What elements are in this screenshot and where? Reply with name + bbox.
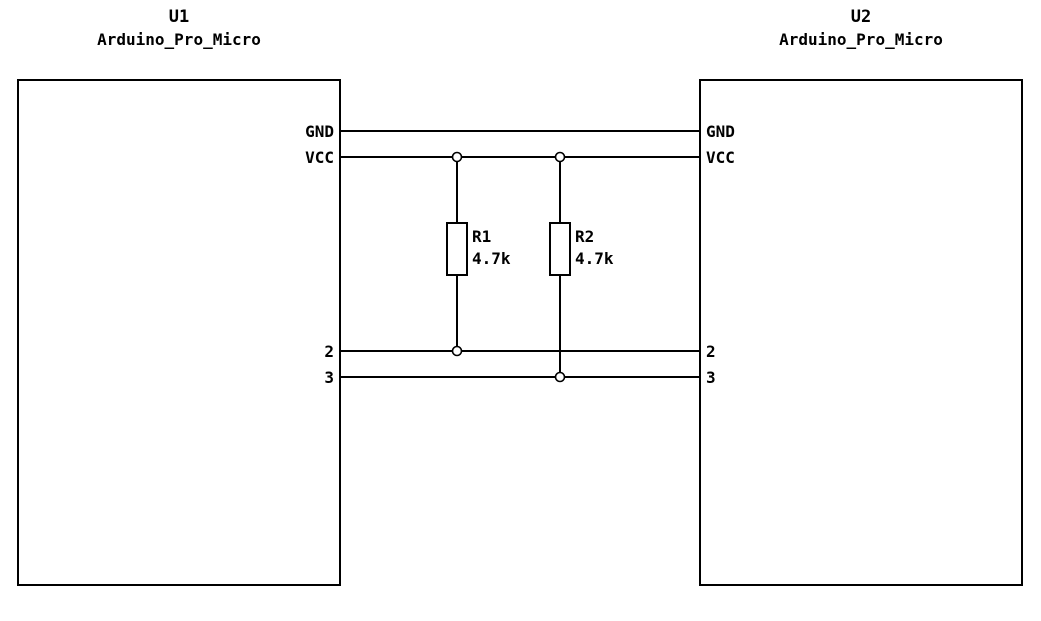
junction-r2-vcc: [554, 151, 566, 163]
u1-pin-3-label: 3: [324, 368, 334, 387]
r1-value: 4.7k: [472, 249, 511, 268]
junction-r2-pin3: [554, 371, 566, 383]
r2-value: 4.7k: [575, 249, 614, 268]
component-u2: U2 Arduino_Pro_Micro GND VCC 2 3: [699, 7, 1023, 586]
u1-pin-vcc-label: VCC: [305, 148, 334, 167]
u1-pin-2-label: 2: [324, 342, 334, 361]
u2-reference: U2: [851, 7, 871, 27]
u2-body: [699, 79, 1023, 586]
r1-body: [446, 222, 468, 276]
component-r2: R2 4.7k: [549, 222, 614, 276]
u1-pin-gnd-label: GND: [305, 122, 334, 141]
component-r1: R1 4.7k: [446, 222, 511, 276]
junctions: [451, 151, 566, 383]
u2-pin-2-label: 2: [706, 342, 716, 361]
junction-r1-vcc: [451, 151, 463, 163]
junction-r1-pin2: [451, 345, 463, 357]
u1-value: Arduino_Pro_Micro: [97, 30, 261, 49]
u2-value: Arduino_Pro_Micro: [779, 30, 943, 49]
u1-reference: U1: [169, 7, 189, 27]
u2-pin-3-label: 3: [706, 368, 716, 387]
u1-body: [17, 79, 341, 586]
u2-pin-gnd-label: GND: [706, 122, 735, 141]
r1-reference: R1: [472, 227, 491, 246]
wires: [339, 130, 701, 378]
r2-reference: R2: [575, 227, 594, 246]
component-u1: U1 Arduino_Pro_Micro GND VCC 2 3: [17, 7, 341, 586]
r2-body: [549, 222, 571, 276]
u2-pin-vcc-label: VCC: [706, 148, 735, 167]
